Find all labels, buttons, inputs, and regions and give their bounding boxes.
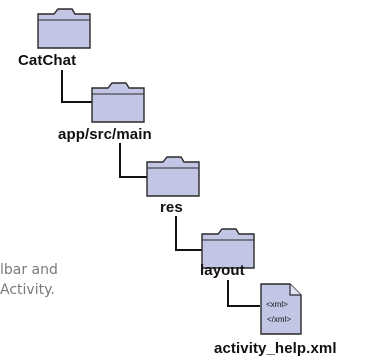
res-folder-icon xyxy=(145,154,201,198)
activity-help-xml-label: activity_help.xml xyxy=(214,340,337,357)
tree-connector xyxy=(119,143,150,178)
app-src-main-label: app/src/main xyxy=(58,126,152,143)
layout-label: layout xyxy=(200,262,245,279)
app-src-main-folder-icon xyxy=(90,80,146,124)
side-note-line-1: lbar and xyxy=(0,262,58,278)
xml-close-tag: </xml> xyxy=(267,315,291,324)
catchat-label: CatChat xyxy=(18,52,77,69)
tree-connector xyxy=(227,280,260,307)
tree-connector xyxy=(61,70,92,103)
tree-connector xyxy=(175,216,206,251)
side-note-line-2: Activity. xyxy=(0,282,55,298)
xml-file-icon: <xml> </xml> xyxy=(258,282,304,336)
catchat-folder-icon xyxy=(36,6,92,50)
layout-folder-icon xyxy=(200,226,256,270)
xml-open-tag: <xml> xyxy=(266,300,288,309)
res-label: res xyxy=(160,199,183,216)
